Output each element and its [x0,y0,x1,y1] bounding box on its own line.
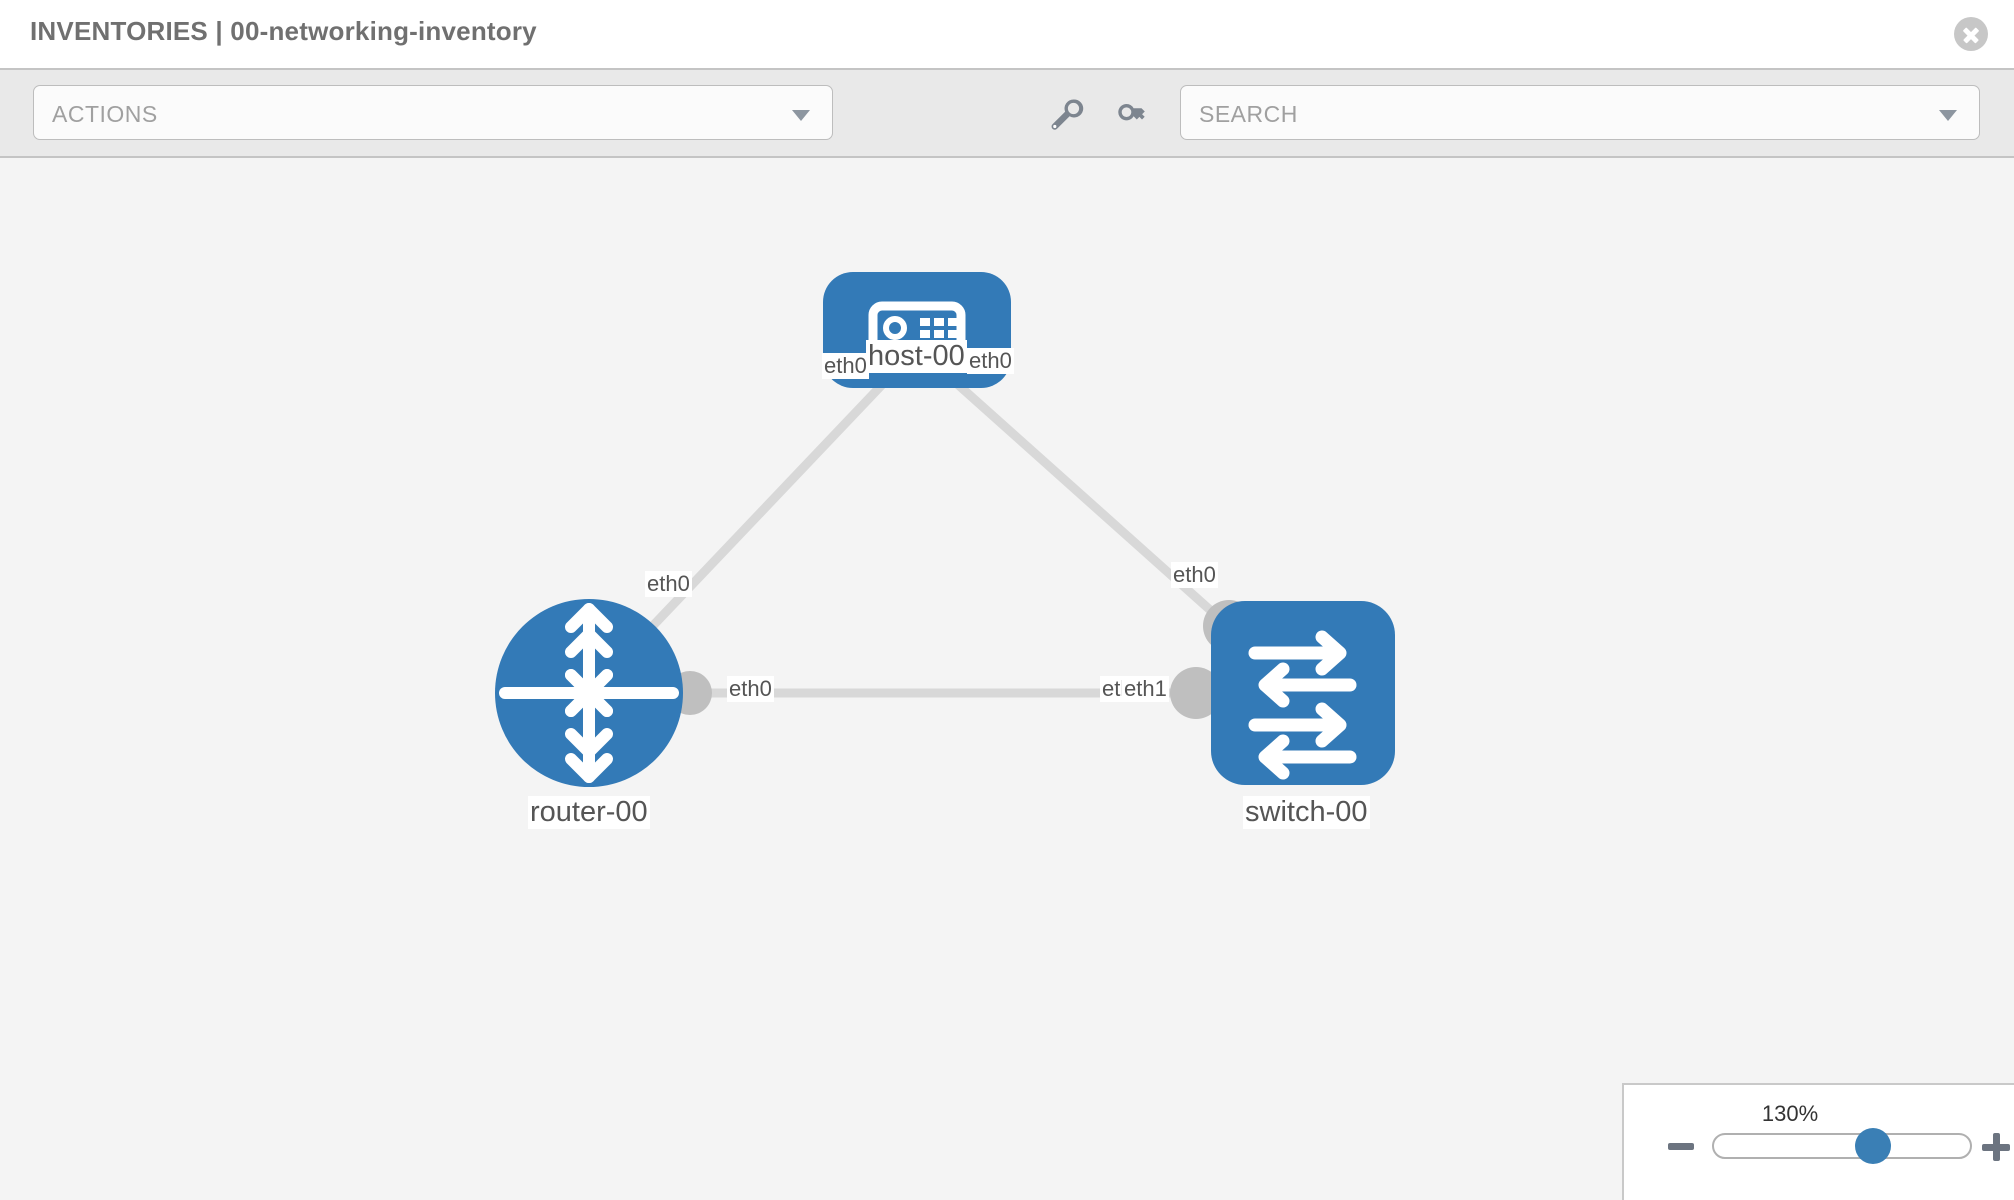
topology-canvas[interactable]: host-00 router-00 switch-00 eth0 eth0 et… [0,158,2014,1200]
node-label-switch-00: switch-00 [1243,796,1370,829]
node-label-router-00: router-00 [528,796,650,829]
page-title: INVENTORIES | 00-networking-inventory [30,16,537,46]
zoom-slider[interactable] [1712,1128,1972,1164]
router-icon-tails [499,603,679,783]
topology-graph [495,272,1395,787]
key-icon[interactable] [1112,94,1152,134]
chevron-down-icon [792,110,810,121]
actions-dropdown-label: ACTIONS [52,101,158,127]
zoom-control-panel: 130% [1622,1083,2014,1200]
topology-links [585,344,1306,698]
link-label-switch-up: eth0 [1171,562,1218,588]
zoom-in-button[interactable] [1982,1133,2010,1161]
router-icon-heads [565,603,613,783]
connector-switch-left [1170,667,1222,719]
switch-icon [1248,630,1357,780]
page-header: INVENTORIES | 00-networking-inventory [0,0,2014,68]
link-label-router-right: eth0 [727,676,774,702]
search-placeholder: SEARCH [1199,101,1298,127]
toolbar: ACTIONS SEARCH [0,68,2014,158]
plus-icon-vertical [1993,1133,2000,1161]
node-router-00 [495,599,683,787]
link-label-router-up: eth0 [645,571,692,597]
link-label-host-right: eth0 [967,348,1014,374]
node-switch-00 [1211,601,1395,785]
link-label-switch-left-eth1: eth1 [1122,676,1169,702]
zoom-out-button[interactable] [1668,1143,1694,1150]
zoom-slider-thumb[interactable] [1855,1128,1891,1164]
chevron-down-icon [1939,110,1957,121]
link-label-host-left: eth0 [822,353,869,379]
search-input[interactable]: SEARCH [1180,85,1980,140]
wrench-icon[interactable] [1046,94,1086,134]
node-label-host-00: host-00 [866,340,967,373]
close-icon[interactable] [1954,17,1988,51]
zoom-level-label: 130% [1761,1101,1819,1126]
actions-dropdown[interactable]: ACTIONS [33,85,833,140]
